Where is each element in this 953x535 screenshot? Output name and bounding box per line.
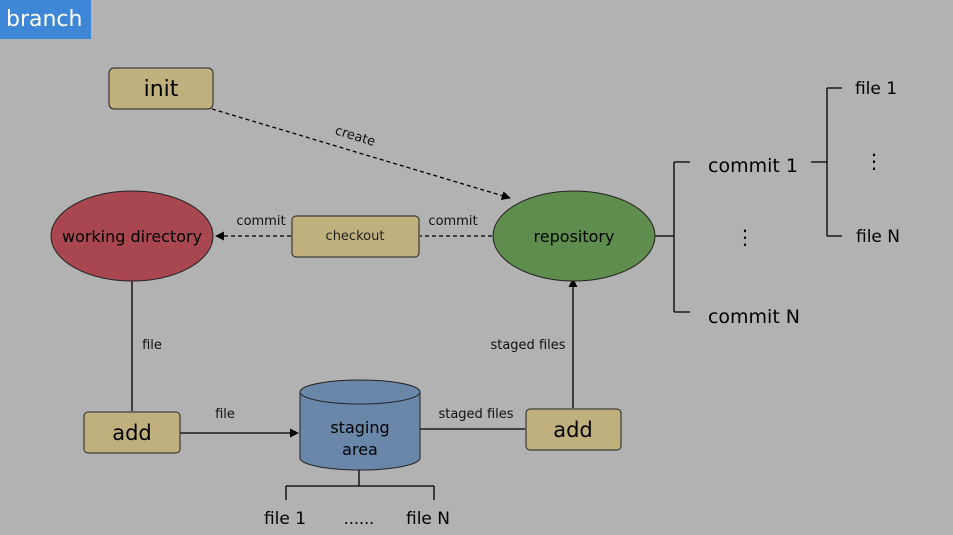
edge-label-staged-files-horizontal: staged files — [438, 407, 513, 422]
edge-label-commit-left: commit — [236, 214, 285, 229]
staging-file-last-label: file N — [406, 509, 450, 529]
commit-file-first-label: file 1 — [855, 79, 897, 99]
commit-file-last-label: file N — [856, 227, 900, 247]
node-repository-label: repository — [534, 227, 615, 246]
branch-badge: branch — [0, 0, 91, 39]
node-add-left-label: add — [112, 421, 152, 445]
node-staging-area: staging area — [299, 379, 421, 471]
staging-file-ellipsis: ...... — [344, 509, 375, 528]
edge-label-commit-right: commit — [428, 214, 477, 229]
node-checkout: checkout — [291, 215, 420, 258]
edge-label-create: create — [333, 123, 377, 149]
commit-first-label: commit 1 — [708, 155, 798, 177]
commit-files-bracket — [811, 87, 842, 237]
commit-last-label: commit N — [708, 306, 800, 328]
node-add-right: add — [525, 408, 622, 451]
commit-ellipsis: ⋮ — [735, 225, 755, 249]
staging-file-first-label: file 1 — [264, 509, 306, 529]
edge-label-file-vertical: file — [142, 338, 162, 353]
node-working-directory-label: working directory — [62, 227, 202, 246]
node-add-right-label: add — [553, 418, 593, 442]
commit-file-ellipsis: ⋮ — [864, 149, 884, 173]
staging-files-bracket — [285, 470, 435, 500]
node-repository: repository — [492, 190, 656, 282]
node-add-left: add — [83, 411, 181, 454]
edges — [131, 87, 842, 500]
node-staging-area-label-line2: area — [342, 440, 378, 459]
node-init: init — [108, 67, 214, 110]
node-checkout-label: checkout — [326, 229, 385, 244]
edge-label-staged-files-vertical: staged files — [490, 338, 565, 353]
edge-init-repository — [211, 108, 511, 201]
repository-tree-bracket — [655, 161, 690, 313]
node-working-directory: working directory — [50, 190, 214, 282]
node-init-label: init — [144, 77, 179, 102]
edge-label-file-horizontal: file — [215, 407, 235, 422]
node-staging-area-label-line1: staging — [330, 418, 389, 437]
